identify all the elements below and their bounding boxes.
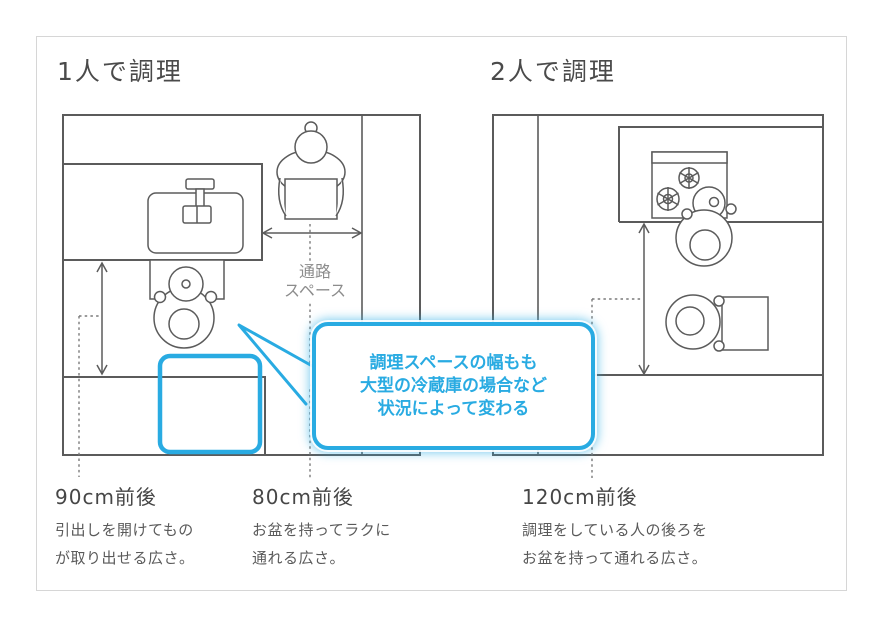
arrow-90cm [96, 261, 108, 376]
measurement-90cm: 90cm前後 引出しを開けてもの が取り出せる広さ。 [55, 481, 195, 572]
measurement-description: お盆を持ってラクに 通れる広さ。 [252, 521, 391, 567]
measurement-120cm: 120cm前後 調理をしている人の後ろを お盆を持って通れる広さ。 [522, 481, 708, 572]
measurement-description: 引出しを開けてもの が取り出せる広さ。 [55, 521, 195, 567]
callout-tail [237, 323, 316, 406]
left-panel-title: 1人で調理 [57, 57, 183, 86]
measurement-value: 90cm前後 [55, 485, 157, 509]
arrow-120cm [638, 222, 650, 376]
person-at-stove [675, 186, 737, 267]
guide-dashes-right [591, 298, 643, 478]
callout-text: 調理スペースの幅もも 大型の冷蔵庫の場合など 状況によって変わる [360, 352, 547, 419]
measurement-description: 調理をしている人の後ろを お盆を持って通れる広さ。 [522, 521, 708, 567]
measurement-80cm: 80cm前後 お盆を持ってラクに 通れる広さ。 [252, 481, 391, 572]
arrow-80cm-aisle [261, 227, 363, 239]
aisle-space-label: 通路 スペース [279, 261, 351, 301]
person-walking-top [276, 121, 346, 220]
measurement-value: 80cm前後 [252, 485, 354, 509]
tray-table [284, 178, 338, 220]
tray-icon [721, 296, 769, 351]
right-panel-title: 2人で調理 [490, 57, 616, 86]
room-outline-left [62, 114, 421, 456]
sink [147, 178, 244, 254]
burner-icon [678, 167, 700, 189]
counter-top-right [618, 126, 823, 222]
measurement-value: 120cm前後 [522, 485, 638, 509]
highlight-rect [157, 353, 263, 455]
room-outline-right [492, 114, 824, 456]
person-with-tray [665, 294, 769, 352]
counter-bottom-left [63, 376, 266, 455]
callout-bubble: 調理スペースの幅もも 大型の冷蔵庫の場合など 状況によって変わる [312, 322, 595, 450]
burner-icon [656, 187, 680, 211]
person-at-sink [149, 259, 225, 349]
faucet-icon [182, 178, 215, 224]
